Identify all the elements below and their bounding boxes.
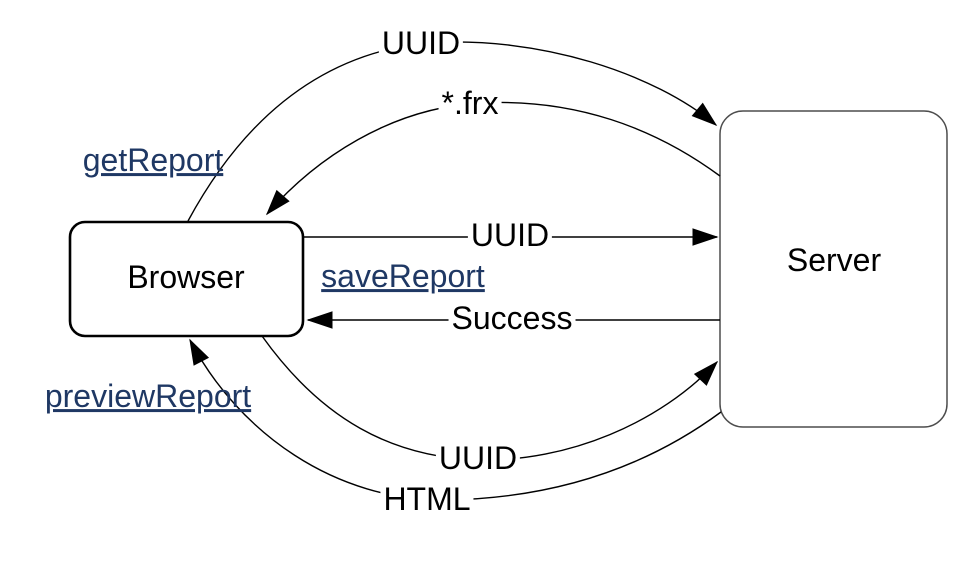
edge-label-uuid-middle: UUID <box>467 217 553 254</box>
save-report-link[interactable]: saveReport <box>321 258 485 295</box>
browser-node-box <box>68 220 305 338</box>
get-report-link[interactable]: getReport <box>82 142 224 179</box>
edge-label-uuid-bottom: UUID <box>435 440 521 477</box>
edge-uuid-top-line <box>187 41 718 222</box>
edge-label-uuid-top: UUID <box>378 25 464 62</box>
edge-label-success: Success <box>448 300 576 337</box>
server-node-label: Server <box>786 242 882 279</box>
browser-node-label: Browser <box>127 259 245 296</box>
edge-label-html: HTML <box>380 481 474 518</box>
edge-label-frx: *.frx <box>438 85 502 122</box>
server-node-box <box>719 110 948 428</box>
preview-report-link[interactable]: previewReport <box>44 378 252 415</box>
